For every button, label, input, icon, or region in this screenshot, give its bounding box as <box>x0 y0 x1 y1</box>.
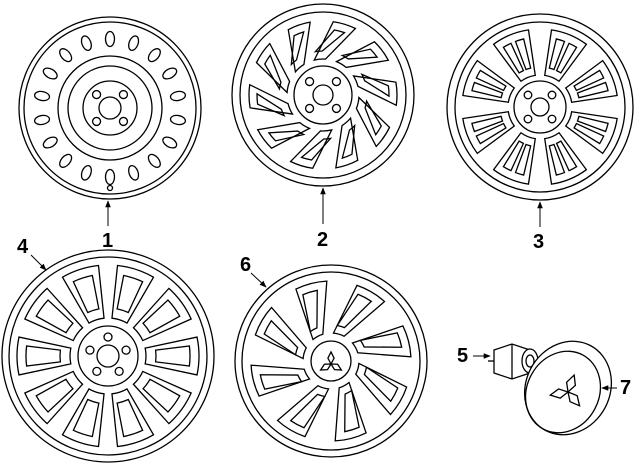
leader-6 <box>250 272 267 288</box>
callout-5: 5 <box>457 345 468 367</box>
alloy-wheel-swirl[interactable] <box>231 3 415 187</box>
lug-holes <box>85 332 131 377</box>
vent-holes <box>33 30 187 186</box>
callout-6: 6 <box>240 254 251 276</box>
alloy-wheel-split-spoke[interactable] <box>446 13 634 201</box>
brand-emblem-icon <box>548 373 581 407</box>
brand-emblem-icon <box>319 350 343 371</box>
spoke-windows <box>462 29 618 185</box>
spoke-windows <box>248 21 398 169</box>
callout-3: 3 <box>533 231 544 253</box>
callout-2: 2 <box>317 229 328 251</box>
steel-wheel[interactable] <box>18 16 202 200</box>
callout-4: 4 <box>17 236 29 258</box>
leader-4 <box>30 254 47 271</box>
center-cap[interactable] <box>508 326 627 450</box>
alloy-wheel-wide-spoke[interactable] <box>1 249 215 463</box>
callout-7: 7 <box>620 377 631 399</box>
callout-1: 1 <box>102 230 113 252</box>
lug-holes <box>304 76 342 114</box>
lug-holes <box>91 89 129 127</box>
lug-nut[interactable] <box>488 343 539 380</box>
wheel-cover[interactable] <box>234 264 428 458</box>
spoke-windows <box>16 264 200 448</box>
lug-holes <box>523 90 557 124</box>
cover-vents <box>250 280 412 442</box>
